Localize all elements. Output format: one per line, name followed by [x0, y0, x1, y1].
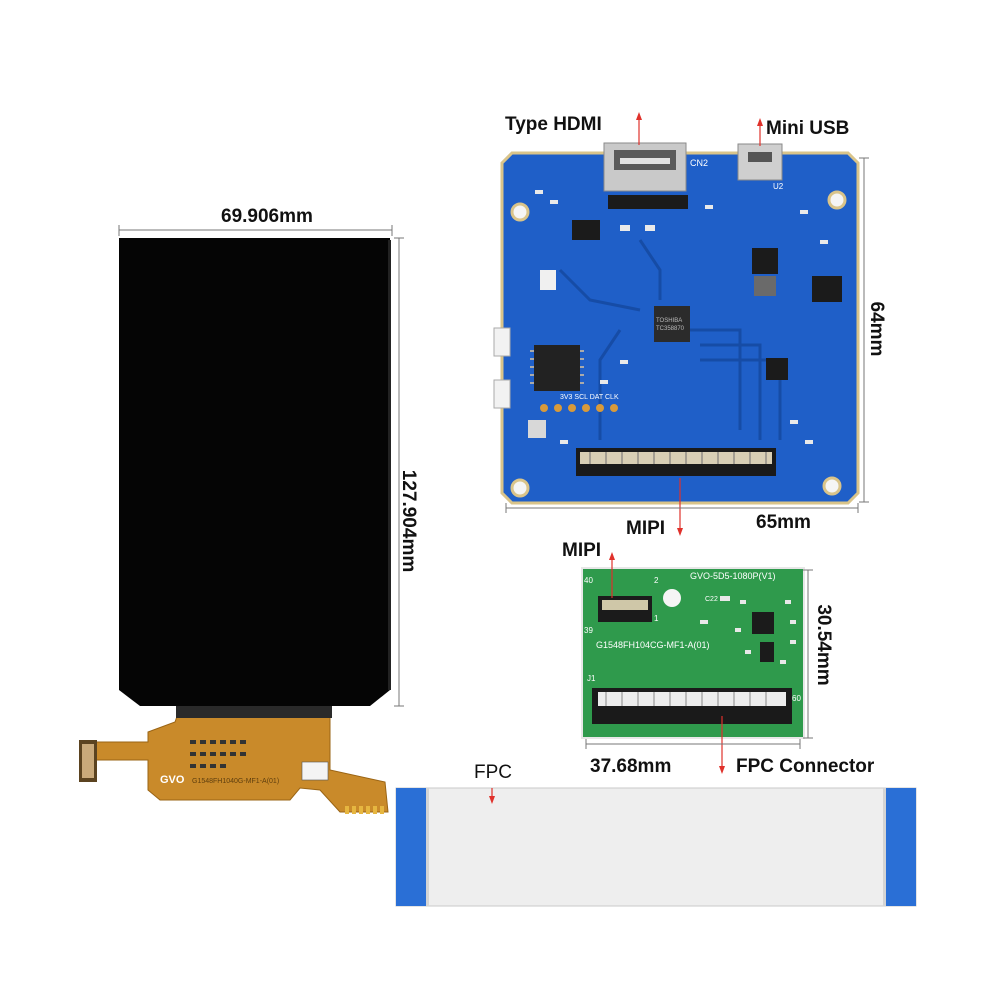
fpc-label: FPC: [474, 762, 512, 783]
adapter-pin2-text: 2: [654, 576, 659, 585]
cn2-text: CN2: [690, 158, 709, 168]
adapter-width-label: 37.68mm: [590, 756, 672, 777]
adapter-top-text: GVO-5D5-1080P(V1): [690, 571, 776, 581]
lcd-width-label: 69.906mm: [221, 206, 313, 227]
mini-usb-label: Mini USB: [766, 118, 850, 139]
adapter-c22-text: C22: [705, 596, 718, 603]
flex-part-text: G1548FH1040G-MF1-A(01): [192, 778, 280, 785]
adapter-pin39-text: 39: [584, 626, 593, 635]
adapter-conn-text: J1: [587, 674, 596, 683]
board-width-label: 65mm: [756, 512, 811, 533]
chip-brand-text: TOSHIBA: [656, 318, 683, 324]
u2-text: U2: [773, 182, 784, 191]
adapter-pin40-text: 40: [584, 576, 593, 585]
hdmi-chip-text: TC358870: [656, 326, 685, 332]
adapter-pin1-text: 1: [654, 614, 659, 623]
adapter-part-text: G1548FH104CG-MF1-A(01): [596, 640, 710, 650]
fpc-connector-label: FPC Connector: [736, 756, 875, 777]
flex-logo-text: GVO: [160, 774, 185, 786]
debug-pins-text: 3V3 SCL DAT CLK: [560, 394, 619, 401]
adapter-pin60-text: 60: [792, 694, 801, 703]
hdmi-label: Type HDMI: [505, 114, 602, 135]
mipi-top-label: MIPI: [626, 518, 666, 539]
mipi-left-label: MIPI: [562, 540, 602, 561]
